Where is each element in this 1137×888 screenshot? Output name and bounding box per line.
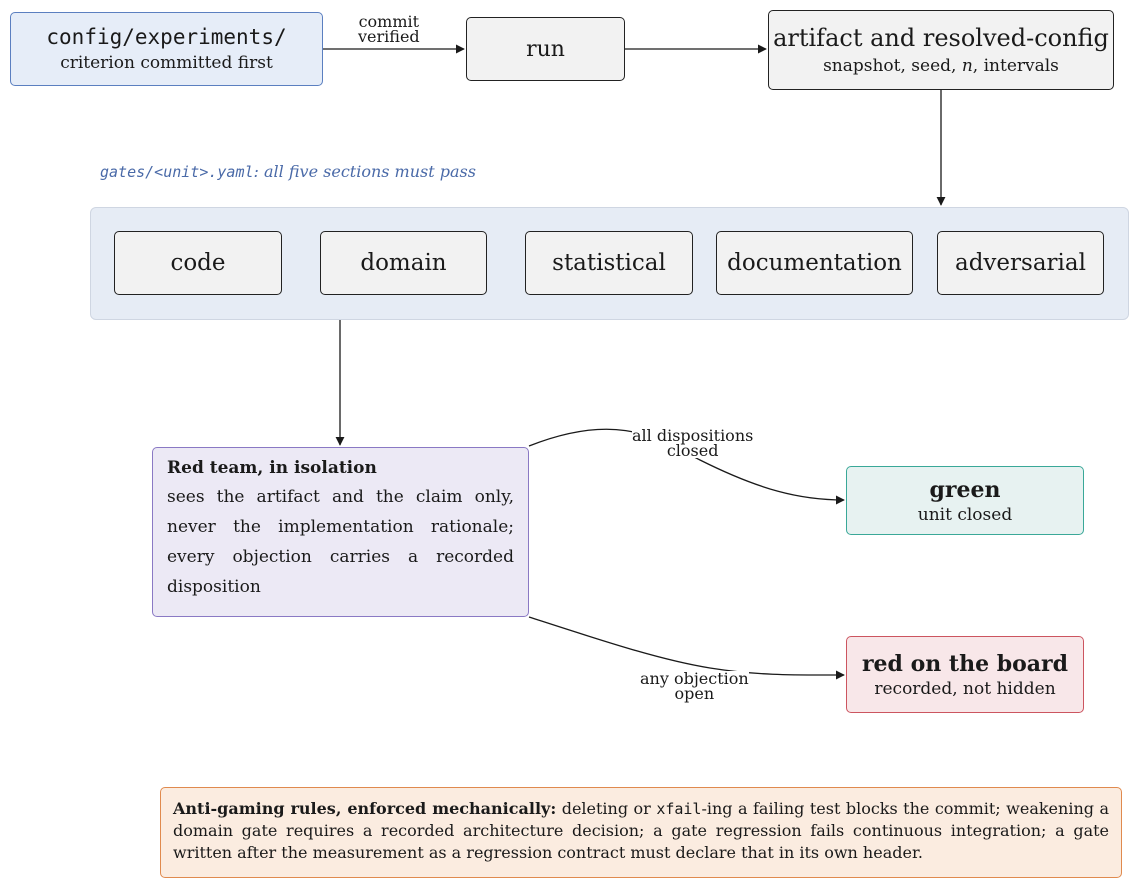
red-title: red on the board xyxy=(861,650,1069,677)
artifact-subtitle: snapshot, seed, n, intervals xyxy=(823,56,1059,76)
config-path: config/experiments/ xyxy=(46,25,287,49)
gates-caption: gates/<unit>.yaml: all five sections mus… xyxy=(100,162,476,181)
green-node: green unit closed xyxy=(846,466,1084,535)
edge-redteam-to-red xyxy=(528,616,845,680)
gate-code: code xyxy=(114,231,282,295)
redteam-line: disposition xyxy=(167,577,261,597)
redteam-title: Red team, in isolation xyxy=(167,458,377,478)
rules-lead: Anti-gaming rules, enforced mechanically… xyxy=(173,799,557,818)
redteam-line: every objection carries a recorded xyxy=(167,547,514,567)
edge-label-commit-verified: commit verified xyxy=(358,12,420,46)
gate-statistical: statistical xyxy=(525,231,693,295)
redteam-line: never the implementation rationale; xyxy=(167,517,514,537)
redteam-line: sees the artifact and the claim only, xyxy=(167,487,514,507)
edge-label-any-objection-open: any objection open xyxy=(640,669,749,703)
edge-label-all-dispositions-closed: all dispositions closed xyxy=(632,426,754,460)
gate-adversarial: adversarial xyxy=(937,231,1104,295)
edge-redteam-to-green xyxy=(528,428,845,505)
run-label: run xyxy=(526,36,565,62)
config-node: config/experiments/ criterion committed … xyxy=(10,12,323,86)
rules-code: xfail xyxy=(656,800,702,818)
anti-gaming-rules-note: Anti-gaming rules, enforced mechanically… xyxy=(160,787,1122,878)
red-subtitle: recorded, not hidden xyxy=(874,678,1056,699)
config-subtitle: criterion committed first xyxy=(60,53,273,73)
artifact-node: artifact and resolved-config snapshot, s… xyxy=(768,10,1114,90)
redteam-node: Red team, in isolation sees the artifact… xyxy=(152,447,529,617)
green-title: green xyxy=(929,476,1001,503)
green-subtitle: unit closed xyxy=(917,504,1013,525)
gate-domain: domain xyxy=(320,231,487,295)
run-node: run xyxy=(466,17,625,81)
artifact-title: artifact and resolved-config xyxy=(773,24,1109,52)
gate-documentation: documentation xyxy=(716,231,913,295)
red-node: red on the board recorded, not hidden xyxy=(846,636,1084,713)
